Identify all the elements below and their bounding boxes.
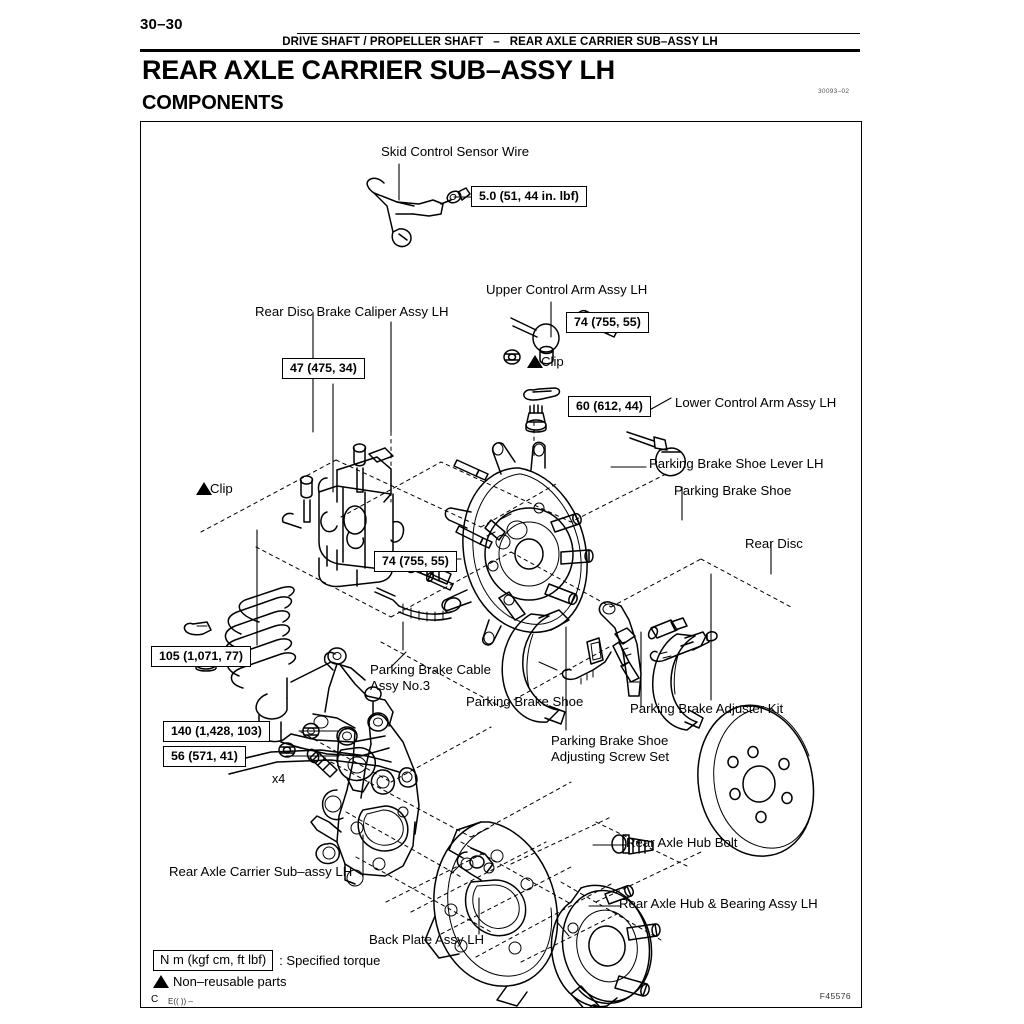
label-back-plate-assy-lh: Back Plate Assy LH — [369, 932, 485, 947]
torque-box-sensor-wire: 5.0 (51, 44 in. lbf) — [471, 186, 587, 207]
legend-triangle-icon — [153, 975, 169, 988]
label-parking-brake-shoe-upper: Parking Brake Shoe — [674, 483, 792, 498]
label-rear-disc: Rear Disc — [745, 536, 803, 551]
upper-clip-part — [523, 387, 561, 401]
leader-lines — [256, 163, 772, 935]
figure-legend: N m (kgf cm, ft lbf) : Specified torque … — [153, 950, 380, 989]
legend-torque-row: N m (kgf cm, ft lbf) : Specified torque — [153, 950, 380, 971]
label-parking-brake-adjuster-kit: Parking Brake Adjuster Kit — [630, 701, 784, 716]
revision-mark: C — [151, 994, 159, 1005]
carrier-bolt — [306, 748, 338, 778]
header-rule-thin — [297, 33, 860, 34]
lower-control-arm-part — [626, 431, 687, 477]
parking-brake-shoe-lower-part — [501, 609, 570, 725]
clip-label-upper: Clip — [541, 354, 564, 369]
label-parking-brake-shoe-adjusting-screw-set: Parking Brake Shoe Adjusting Screw Set — [551, 733, 670, 764]
legend-nonreusable-row: Non–reusable parts — [153, 974, 380, 989]
label-parking-brake-shoe-lever-lh: Parking Brake Shoe Lever LH — [649, 456, 824, 471]
bolt-quantity-marker: x4 — [272, 772, 286, 786]
label-parking-brake-cable-assy-no3: Parking Brake Cable Assy No.3 — [370, 662, 491, 693]
components-diagram: Skid Control Sensor Wire Upper Control A… — [140, 121, 862, 1008]
parking-brake-shoe-lever-part — [598, 601, 642, 697]
breadcrumb-section: DRIVE SHAFT / PROPELLER SHAFT — [282, 36, 484, 48]
page-number: 30–30 — [140, 16, 183, 33]
caliper-small-bolts — [453, 459, 493, 549]
upper-control-arm-part — [510, 317, 560, 365]
return-spring-part — [561, 651, 612, 685]
lower-arm-nut — [525, 404, 547, 433]
breadcrumb: DRIVE SHAFT / PROPELLER SHAFT–REAR AXLE … — [140, 36, 860, 48]
document-code: 30093–02 — [818, 88, 850, 95]
clip-triangle-icon-upper — [527, 355, 543, 368]
label-parking-brake-shoe-lower: Parking Brake Shoe — [466, 694, 584, 709]
rear-axle-carrier-sub-assy-part — [310, 712, 420, 887]
label-upper-control-arm-assy-lh: Upper Control Arm Assy LH — [486, 282, 648, 297]
torque-box-lower-arm-bolt: 74 (755, 55) — [374, 551, 457, 572]
figure-code: F45576 — [819, 991, 851, 1001]
header-rule-thick — [140, 49, 860, 52]
parking-brake-cable-part — [374, 587, 462, 622]
skid-control-sensor-wire-part — [366, 177, 452, 248]
label-lower-control-arm-assy-lh: Lower Control Arm Assy LH — [675, 395, 837, 410]
label-skid-control-sensor-wire: Skid Control Sensor Wire — [381, 144, 530, 159]
central-hub-carrier-part — [441, 441, 594, 646]
label-rear-axle-hub-bolt: Rear Axle Hub Bolt — [626, 835, 738, 850]
torque-box-lower-arm-nut: 60 (612, 44) — [568, 396, 651, 417]
torque-box-carrier-bolt: 56 (571, 41) — [163, 746, 246, 767]
exploded-view-artwork — [183, 163, 815, 1007]
parking-brake-shoe-adjusting-screw-set-part — [612, 627, 640, 683]
rear-axle-hub-bolt-part — [611, 834, 654, 855]
torque-box-caliper: 47 (475, 34) — [282, 358, 365, 379]
label-rear-axle-carrier-sub-assy-lh: Rear Axle Carrier Sub–assy LH — [169, 864, 353, 879]
rear-disc-part — [697, 704, 815, 857]
parking-brake-adjuster-kit-part — [647, 617, 718, 663]
legend-torque-unit-box: N m (kgf cm, ft lbf) — [153, 950, 274, 971]
label-rear-disc-brake-caliper-assy-lh: Rear Disc Brake Caliper Assy LH — [255, 304, 449, 319]
clip-label-left: Clip — [210, 481, 233, 496]
clip-triangle-icon-left — [196, 482, 212, 495]
lower-arm-small-nut — [278, 627, 296, 758]
label-rear-axle-hub-bearing-assy-lh: Rear Axle Hub & Bearing Assy LH — [619, 896, 818, 911]
breadcrumb-topic: REAR AXLE CARRIER SUB–ASSY LH — [509, 36, 718, 48]
edition-mark: E(( )) – — [168, 997, 193, 1006]
upper-arm-nut — [503, 349, 521, 365]
legend-torque-note: : Specified torque — [279, 953, 381, 968]
carrier-nut — [302, 722, 347, 740]
legend-nonreusable-note: Non–reusable parts — [173, 974, 287, 989]
parking-brake-shoe-pad — [586, 637, 604, 665]
torque-box-strut-nut: 105 (1,071, 77) — [151, 646, 252, 667]
rear-axle-hub-bearing-part — [550, 884, 661, 1007]
section-title: COMPONENTS — [142, 92, 284, 114]
torque-box-upper-arm-bolt: 74 (755, 55) — [566, 312, 649, 333]
sensor-wire-bolt — [446, 187, 471, 204]
breadcrumb-separator: – — [493, 36, 500, 48]
torque-box-carrier-nut: 140 (1,428, 103) — [163, 721, 270, 742]
back-plate-assy-part — [424, 821, 559, 1007]
page-title: REAR AXLE CARRIER SUB–ASSY LH — [142, 55, 615, 85]
